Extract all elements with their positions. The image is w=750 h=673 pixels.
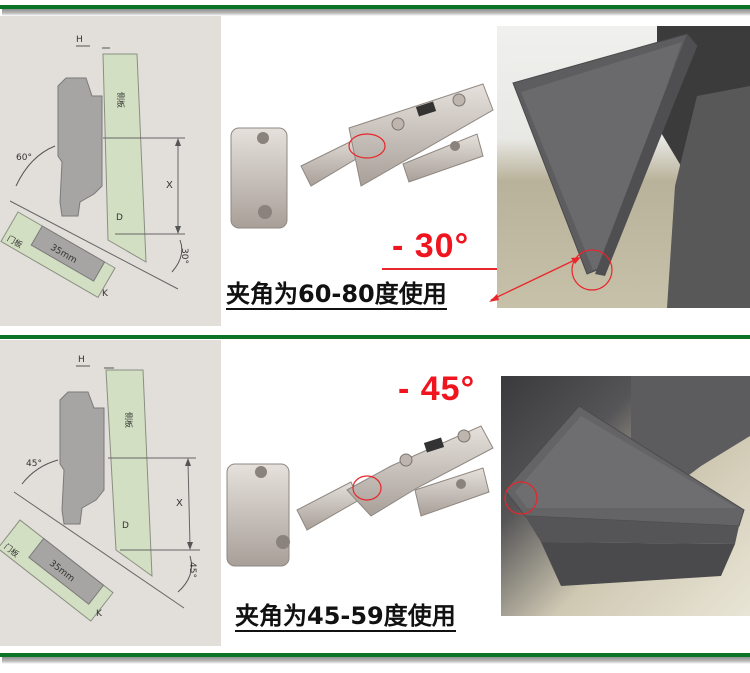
section-30-degree: 35mm 门板 H 侧板 X D K 60° 30° — [0, 16, 750, 326]
middle-divider — [0, 335, 750, 339]
open-angle-label: 45° — [26, 459, 42, 469]
dim-k-label: K — [102, 289, 109, 299]
mount-angle-label: 30° — [179, 248, 189, 264]
section-45-degree: 35mm 门板 H 侧板 X D K 45° 45° — [0, 340, 750, 650]
dim-h-label: H — [76, 35, 83, 45]
hinge-photo-30 — [221, 16, 497, 316]
hinge-illustration — [226, 425, 494, 567]
hinge-diagram-45: 35mm 门板 H 侧板 X D K 45° 45° — [0, 340, 221, 646]
dim-d-label: D — [116, 213, 123, 223]
highlight-circle — [348, 133, 386, 159]
dim-h-label: H — [78, 355, 85, 365]
open-angle-label: 60° — [16, 153, 32, 163]
cabinet-photo-30 — [497, 26, 750, 308]
highlight-circle — [352, 475, 382, 501]
bottom-divider-shadow — [2, 657, 750, 664]
cabinet-illustration — [512, 26, 750, 308]
mount-angle-label: 45° — [187, 562, 197, 578]
top-divider — [0, 5, 750, 9]
dim-x-label: X — [176, 498, 183, 509]
bottom-divider — [0, 653, 750, 657]
angle-label-30: - 30° — [392, 227, 470, 265]
highlight-circle — [571, 249, 613, 291]
red-underline — [382, 268, 497, 270]
top-divider-shadow — [2, 9, 750, 16]
highlight-circle — [504, 481, 538, 515]
hinge-illustration — [230, 83, 494, 229]
side-panel-label: 侧板 — [124, 412, 134, 428]
usage-caption-45: 夹角为45-59度使用 — [235, 602, 456, 632]
cabinet-illustration — [504, 376, 750, 586]
dim-x-label: X — [166, 180, 173, 191]
hinge-technical-drawing: 35mm 门板 H 侧板 X D K 45° 45° — [0, 355, 200, 622]
hinge-technical-drawing: 35mm 门板 H 侧板 X D K 60° 30° — [0, 35, 189, 299]
cabinet-photo-45 — [501, 376, 750, 616]
usage-caption-30: 夹角为60-80度使用 — [226, 280, 447, 310]
dim-d-label: D — [122, 521, 129, 531]
hinge-photo-45 — [221, 340, 497, 640]
hinge-diagram-30: 35mm 门板 H 侧板 X D K 60° 30° — [0, 16, 221, 326]
side-panel-label: 侧板 — [116, 92, 126, 108]
angle-label-45: - 45° — [398, 370, 476, 408]
dim-k-label: K — [96, 609, 103, 619]
red-arrow-icon — [489, 257, 581, 302]
